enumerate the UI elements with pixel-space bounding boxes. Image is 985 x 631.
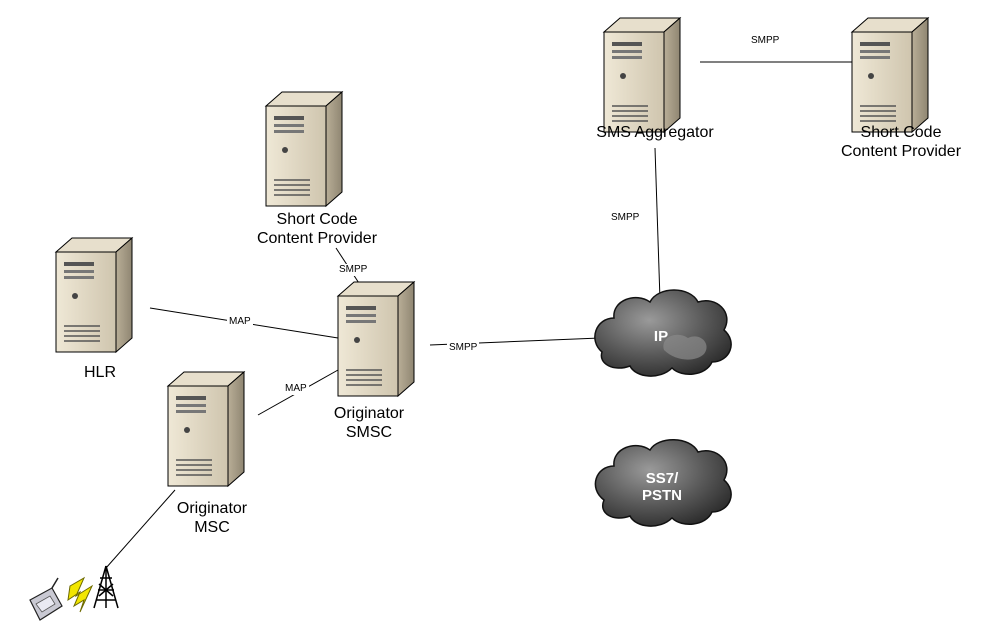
label-line: HLR bbox=[83, 364, 117, 381]
label-line: PSTN bbox=[641, 487, 683, 504]
link-label-hlr-smsc: MAP bbox=[227, 316, 253, 328]
link-label-msc-smsc: MAP bbox=[283, 383, 309, 395]
link-label-aggregator-ip: SMPP bbox=[609, 212, 642, 224]
mobile-phone-icon bbox=[29, 577, 63, 621]
label-originator-msc: Originator MSC bbox=[177, 499, 247, 537]
label-hlr: HLR bbox=[84, 363, 116, 382]
link-label-aggregator-provider: SMPP bbox=[749, 35, 782, 47]
server-icon-originator-smsc bbox=[337, 281, 415, 397]
server-icon-sc-provider-right bbox=[851, 17, 929, 133]
link-label-smsc-ip: SMPP bbox=[447, 342, 480, 354]
connection-lines bbox=[105, 61, 858, 569]
label-sc-provider-right: Short Code Content Provider bbox=[841, 123, 961, 161]
label-line: Originator bbox=[333, 405, 405, 422]
label-line: SMSC bbox=[345, 424, 393, 441]
label-line: Content Provider bbox=[256, 230, 378, 247]
link-aggregator-ip bbox=[654, 147, 661, 301]
label-line: Originator bbox=[176, 500, 248, 517]
label-line: SS7/ bbox=[645, 470, 679, 487]
label-line: Short Code bbox=[276, 211, 358, 228]
label-line: SMS Aggregator bbox=[596, 124, 714, 141]
label-ss7-cloud: SS7/ PSTN bbox=[642, 470, 682, 504]
label-originator-smsc: Originator SMSC bbox=[334, 404, 404, 442]
label-line: MSC bbox=[194, 519, 230, 536]
link-label-provider-smsc: SMPP bbox=[337, 264, 370, 276]
label-sc-provider-left: Short Code Content Provider bbox=[257, 210, 377, 248]
server-icon-hlr bbox=[55, 237, 133, 353]
link-tower-msc bbox=[105, 489, 176, 569]
ss7-pstn-cloud-icon bbox=[594, 439, 732, 527]
ip-cloud-icon bbox=[594, 289, 732, 377]
label-line: Content Provider bbox=[840, 143, 962, 160]
label-ip-cloud: IP bbox=[654, 328, 668, 345]
lightning-icon bbox=[67, 576, 94, 613]
server-icon-sc-provider-left bbox=[265, 91, 343, 207]
label-line: Short Code bbox=[860, 124, 942, 141]
radio-tower-icon bbox=[93, 565, 119, 609]
label-sms-aggregator: SMS Aggregator bbox=[596, 123, 713, 142]
label-line: IP bbox=[653, 328, 669, 345]
server-icon-originator-msc bbox=[167, 371, 245, 487]
server-icon-sms-aggregator bbox=[603, 17, 681, 133]
